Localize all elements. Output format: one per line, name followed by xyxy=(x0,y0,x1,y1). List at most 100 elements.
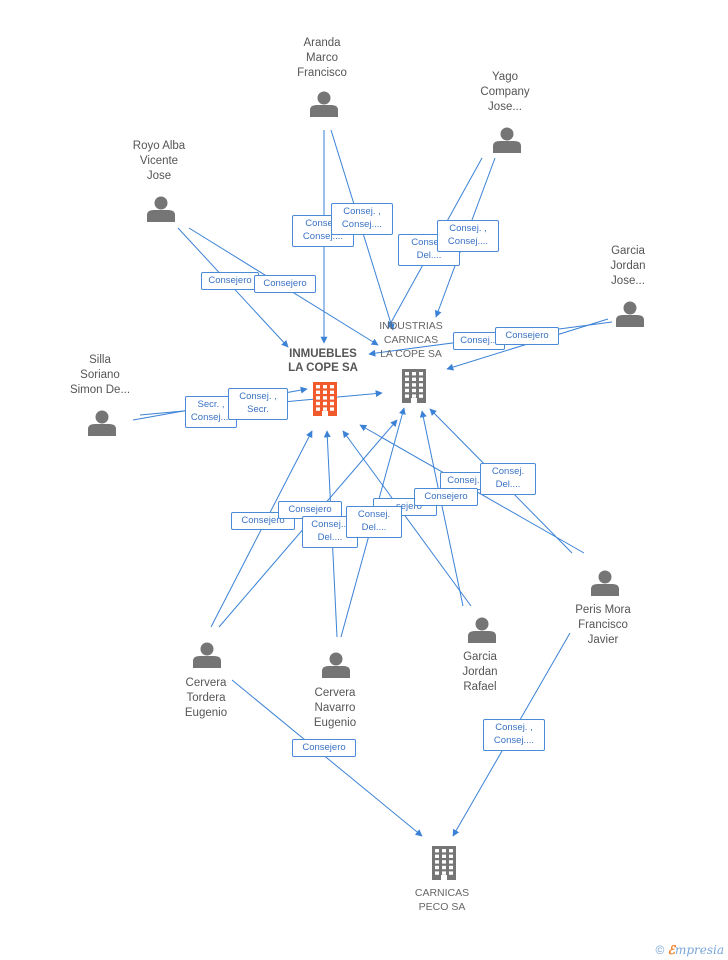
edge-role-label[interactable]: Consej. , Consej.... xyxy=(331,203,393,235)
edge-role-label[interactable]: Consejero xyxy=(414,488,478,506)
edge-role-text: ...sejero xyxy=(388,501,422,512)
edge-role-text: Del.... xyxy=(495,479,521,490)
node-icons xyxy=(88,91,644,880)
node-label-line: Jose... xyxy=(611,275,645,287)
building-icon[interactable] xyxy=(432,846,456,880)
edge-role-text: Consejero xyxy=(302,742,346,753)
node-label-line: Javier xyxy=(587,634,619,646)
edge-role-text: Consej... xyxy=(460,335,498,346)
edge-role-text: Consej. xyxy=(491,466,525,477)
edge-role-label[interactable]: Consej. Del.... xyxy=(346,506,402,538)
node-label-line: Navarro xyxy=(314,702,356,714)
node-label-line: INDUSTRIAS xyxy=(379,320,443,332)
node-label-line: Soriano xyxy=(80,369,120,381)
person-icon[interactable] xyxy=(147,196,175,223)
edge-role-label[interactable]: Consej. , Consej.... xyxy=(437,220,499,252)
edge-role-text: Secr. xyxy=(247,404,269,415)
edge-role-label[interactable]: Consejero xyxy=(254,275,316,293)
edge-role-text: Consej.... xyxy=(493,735,535,746)
person-icon[interactable] xyxy=(193,642,221,669)
person-icon[interactable] xyxy=(591,570,619,597)
node-label-line: Cervera xyxy=(185,677,227,689)
relationship-edge xyxy=(231,679,423,837)
person-icon[interactable] xyxy=(88,410,116,437)
edge-role-text: Consej... xyxy=(311,519,349,530)
edge-role-label[interactable]: Consejero xyxy=(495,327,559,345)
relationship-edge xyxy=(419,410,464,607)
node-label-line: Company xyxy=(480,86,530,98)
edge-role-text: Consej. , xyxy=(343,206,381,217)
node-label-line: Garcia xyxy=(611,245,645,257)
edge-role-text: Consej. , xyxy=(239,391,277,402)
node-label-line: Cervera xyxy=(314,687,356,699)
node-label-line: Jordan xyxy=(610,260,646,272)
footer: © ℰmpresia xyxy=(655,943,724,957)
brand-logo[interactable]: ℰmpresia xyxy=(667,943,724,957)
node-label-line: Silla xyxy=(89,354,111,366)
person-icon[interactable] xyxy=(616,301,644,328)
edge-role-label[interactable]: Consej. , Secr. xyxy=(228,388,288,420)
node-label-line: LA COPE SA xyxy=(380,348,442,360)
node-label-line: PECO SA xyxy=(418,901,466,913)
edge-role-label[interactable]: Secr. , Consej.... xyxy=(185,396,237,428)
person-icon[interactable] xyxy=(468,617,496,644)
node-label-line: CARNICAS xyxy=(414,887,470,899)
edge-role-text: Del.... xyxy=(317,532,343,543)
node-label-line: Aranda xyxy=(303,37,341,49)
edge-role-label[interactable]: Consejero xyxy=(201,272,259,290)
relationship-edge xyxy=(342,430,472,607)
edge-role-text: Consej. xyxy=(357,509,391,520)
node-label-line: Yago xyxy=(491,71,518,83)
edge-role-label[interactable]: Consej. Del.... xyxy=(480,463,536,495)
edge-role-text: Del.... xyxy=(416,250,442,261)
node-label-line: Jose xyxy=(146,170,172,182)
node-label-line: Vicente xyxy=(139,155,179,167)
edge-role-text: Consejero xyxy=(505,330,549,341)
node-label-line: Eugenio xyxy=(184,707,228,719)
edge-role-text: Consejero xyxy=(241,515,285,526)
node-label-line: Jose... xyxy=(488,101,522,113)
node-label-line: Eugenio xyxy=(313,717,357,729)
node-label-line: Peris Mora xyxy=(575,604,631,616)
person-icon[interactable] xyxy=(310,91,338,118)
node-label-line: Jordan xyxy=(462,666,498,678)
edge-role-text: Del.... xyxy=(361,522,387,533)
edge-role-text: Consejero xyxy=(263,278,307,289)
node-label-line: Francisco xyxy=(297,67,347,79)
edge-role-label[interactable]: Consej. , Consej.... xyxy=(483,719,545,751)
node-label-line: Simon De... xyxy=(69,384,131,396)
person-icon[interactable] xyxy=(322,652,350,679)
company-node-inmuebles[interactable]: INMUEBLES LA COPE SA xyxy=(268,347,378,375)
building-icon[interactable] xyxy=(313,382,337,416)
person-icon[interactable] xyxy=(493,127,521,154)
edge-role-text: Secr. , xyxy=(197,399,225,410)
node-label-line: Garcia xyxy=(463,651,497,663)
edge-role-text: Conse... xyxy=(305,218,341,229)
building-icon[interactable] xyxy=(402,369,426,403)
edge-role-label[interactable]: Consejero xyxy=(292,739,356,757)
node-label-line: Tordera xyxy=(186,692,226,704)
node-label-line: Rafael xyxy=(463,681,497,693)
edge-role-text: Consej.... xyxy=(302,231,344,242)
node-label-line: Marco xyxy=(306,52,338,64)
edge-role-text: Consej. , xyxy=(495,722,533,733)
node-label-line: Francisco xyxy=(578,619,628,631)
edge-role-text: Consej. , xyxy=(449,223,487,234)
edge-role-text: Consej.... xyxy=(341,219,383,230)
node-label-line: Royo Alba xyxy=(132,140,186,152)
node-label-line: LA COPE SA xyxy=(288,362,358,374)
edge-role-text: Consej.... xyxy=(190,412,232,423)
node-label-line: INMUEBLES xyxy=(289,348,357,360)
company-node-carnicas[interactable]: CARNICAS PECO SA xyxy=(387,886,497,914)
edge-role-text: Consej.... xyxy=(447,236,489,247)
